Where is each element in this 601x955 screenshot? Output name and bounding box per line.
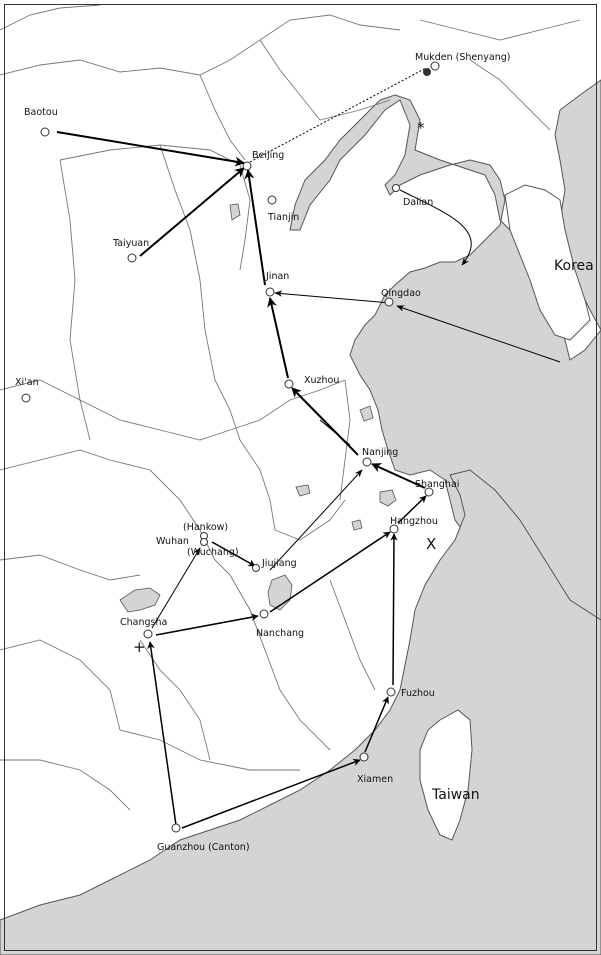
- taiwan-island: [419, 709, 473, 841]
- route-taiyuan-beijing: [139, 167, 245, 257]
- label-jinan: Jinan: [265, 271, 289, 282]
- route-nanjing-xuzhou-2: [319, 419, 351, 446]
- route-guangzhou-changsha: [147, 641, 177, 826]
- label-hangzhou: Hangzhou: [390, 516, 438, 527]
- city-dot-jiujiang: [252, 564, 260, 572]
- bohai-sea: [289, 94, 601, 641]
- label-xuzhou: Xuzhou: [304, 375, 339, 386]
- city-dot-taiyuan: [127, 253, 137, 263]
- city-labels: Mukden (Shenyang) Baotou Beijing Tianjin…: [15, 52, 510, 853]
- city-dot-dalian: [392, 184, 400, 192]
- city-dot-nanjing: [362, 457, 372, 467]
- province-borders: [0, 4, 581, 811]
- route-changsha-wuhan: [151, 547, 201, 629]
- city-dot-wuchang: [200, 538, 208, 546]
- korea-peninsula: [504, 184, 591, 341]
- city-dot-hangzhou: [389, 524, 399, 534]
- label-wuhan: Wuhan: [156, 536, 189, 547]
- sea-areas: [0, 79, 601, 955]
- city-dot-nanchang: [259, 609, 269, 619]
- route-fuzhou-hangzhou: [390, 533, 398, 686]
- city-dot-fuzhou: [386, 687, 396, 697]
- route-baotou-beijing: [56, 131, 245, 167]
- routes: [56, 67, 561, 829]
- label-xiamen: Xiamen: [357, 774, 393, 785]
- dongting-lake: [119, 587, 161, 613]
- city-dot-tianjin: [267, 195, 277, 205]
- city-dot-changsha: [143, 629, 153, 639]
- label-korea: Korea: [554, 258, 594, 274]
- label-jiujiang: Jiujiang: [261, 558, 297, 569]
- city-dot-mukden: [430, 61, 440, 71]
- city-dot-guangzhou: [171, 823, 181, 833]
- city-dot-baotou: [40, 127, 50, 137]
- city-dots: [21, 61, 440, 833]
- label-wuchang: (Wuchang): [187, 547, 239, 558]
- lakes: [119, 203, 397, 613]
- city-dot-xuzhou: [284, 379, 294, 389]
- route-hangzhou-shanghai: [397, 495, 427, 524]
- label-guangzhou: Guanzhou (Canton): [157, 842, 250, 853]
- route-nanjing-xuzhou: [291, 387, 359, 456]
- city-dot-mukden-2: [423, 68, 431, 76]
- label-fuzhou: Fuzhou: [401, 688, 435, 699]
- label-nanchang: Nanchang: [256, 628, 304, 639]
- star-marker: *: [417, 119, 425, 137]
- route-guangzhou-xiamen: [181, 758, 361, 829]
- route-qingdao-jinan: [274, 290, 391, 304]
- taihu-lake: [379, 489, 397, 507]
- route-xuzhou-jinan: [267, 297, 289, 379]
- label-dalian: Dalian: [403, 197, 433, 208]
- route-xiamen-fuzhou: [364, 696, 389, 753]
- plus-marker: +: [133, 638, 146, 656]
- city-dot-jinan: [265, 287, 275, 297]
- label-xian: Xi'an: [15, 377, 39, 388]
- route-jinan-beijing: [244, 169, 266, 286]
- city-dot-qingdao: [384, 297, 394, 307]
- route-wuhan-jiujiang: [211, 541, 256, 567]
- map-markers: * X +: [133, 119, 436, 656]
- route-dalian-qingdao: [399, 189, 472, 266]
- label-taiyuan: Taiyuan: [112, 238, 149, 249]
- route-changsha-nanchang: [155, 613, 259, 636]
- label-hankow: (Hankow): [183, 522, 228, 533]
- label-qingdao: Qingdao: [381, 288, 421, 299]
- city-dot-xian: [21, 393, 31, 403]
- label-shanghai: Shanghai: [415, 479, 459, 490]
- region-labels: Korea Taiwan: [431, 258, 594, 803]
- label-mukden: Mukden (Shenyang): [415, 52, 510, 63]
- map-frame: [4, 4, 597, 951]
- label-baotou: Baotou: [24, 107, 58, 118]
- cross-marker: X: [426, 535, 436, 553]
- label-changsha: Changsha: [120, 617, 167, 628]
- label-nanjing: Nanjing: [362, 447, 398, 458]
- label-taiwan: Taiwan: [431, 787, 480, 803]
- city-dot-xiamen: [359, 752, 369, 762]
- route-jiujiang-nanjing: [269, 469, 363, 571]
- city-dot-beijing: [242, 161, 252, 171]
- route-nanchang-hangzhou: [269, 531, 391, 613]
- route-shanghai-nanjing: [371, 463, 426, 489]
- label-beijing: Beijing: [252, 150, 284, 161]
- city-dot-shanghai: [424, 487, 434, 497]
- route-beijing-mukden: [249, 67, 427, 163]
- route-sea-qingdao: [396, 305, 561, 363]
- label-tianjin: Tianjin: [267, 212, 299, 223]
